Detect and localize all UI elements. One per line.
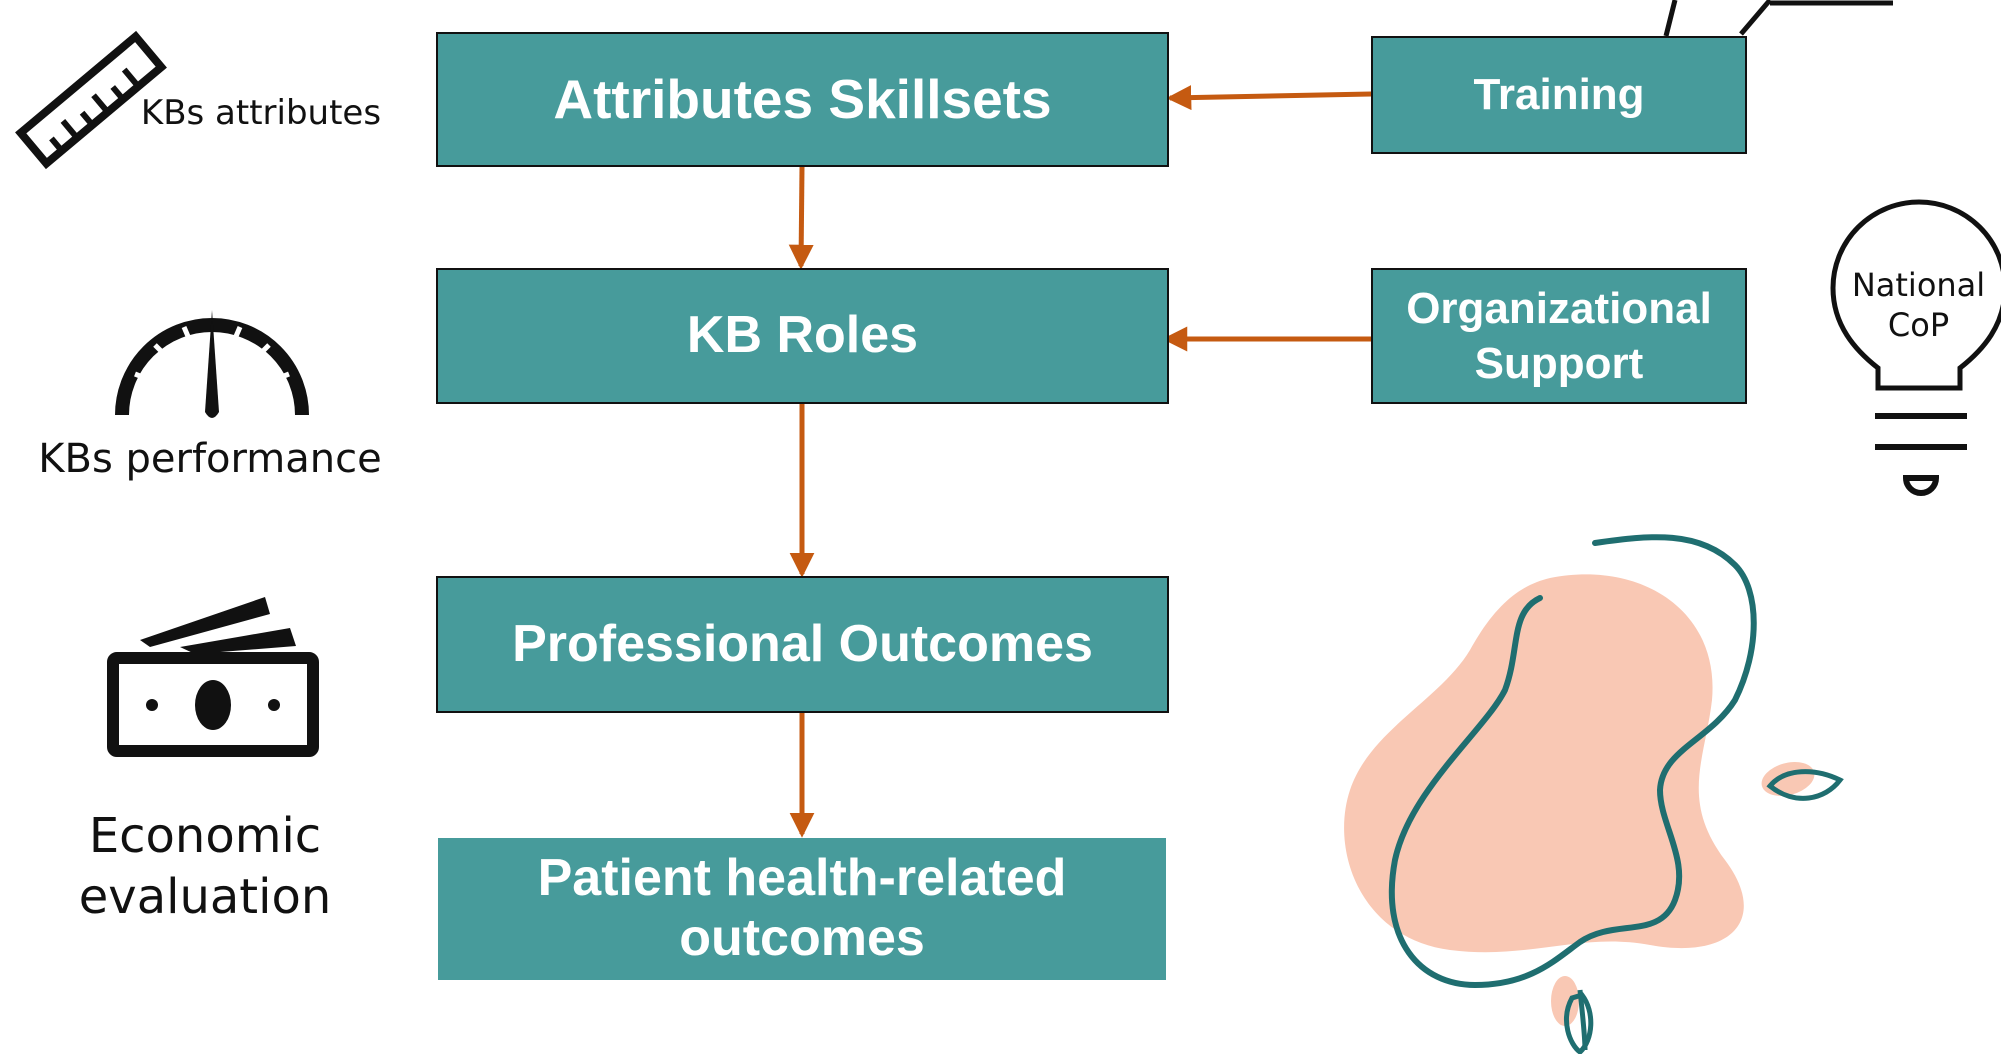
label-economic-evaluation-text: Economic evaluation [78, 808, 332, 926]
label-national-cop-text: National CoP [1851, 266, 1986, 344]
node-organizational-support: Organizational Support [1371, 268, 1747, 404]
arrow-attributes-to-roles [788, 166, 814, 270]
arrow-training-to-attributes [1166, 85, 1372, 111]
node-patient-outcomes-label: Patient health-related outcomes [537, 849, 1067, 967]
label-kbs-performance-text: KBs performance [38, 436, 382, 482]
node-attributes-skillsets: Attributes Skillsets [436, 32, 1169, 167]
node-professional-outcomes: Professional Outcomes [436, 576, 1169, 713]
label-economic-evaluation: Economic evaluation [60, 806, 350, 929]
label-kbs-attributes: KBs attributes [136, 92, 386, 136]
node-training: Training [1371, 36, 1747, 154]
label-kbs-attributes-text: KBs attributes [140, 93, 382, 133]
label-national-cop: National CoP [1836, 265, 2001, 345]
node-professional-outcomes-label: Professional Outcomes [512, 614, 1093, 673]
node-organizational-support-label: Organizational Support [1406, 284, 1712, 388]
node-patient-outcomes: Patient health-related outcomes [438, 838, 1166, 980]
node-attributes-skillsets-label: Attributes Skillsets [553, 67, 1052, 130]
label-kbs-performance: KBs performance [20, 434, 400, 485]
node-kb-roles: KB Roles [436, 268, 1169, 404]
node-training-label: Training [1473, 69, 1645, 119]
node-kb-roles-label: KB Roles [686, 306, 919, 365]
